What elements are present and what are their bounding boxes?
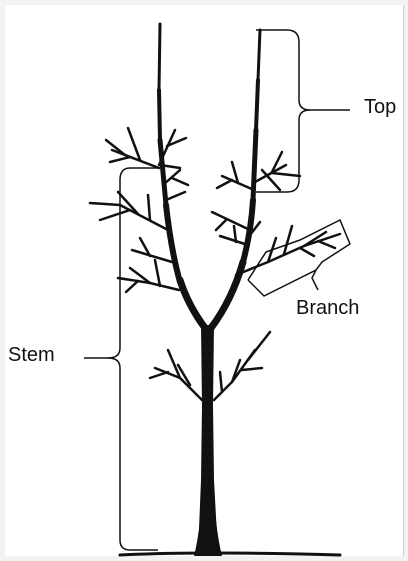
stem-bracket bbox=[84, 168, 158, 550]
ground-line bbox=[120, 553, 340, 555]
branch-label: Branch bbox=[296, 298, 359, 318]
branch-bracket bbox=[248, 220, 350, 296]
right-branches bbox=[212, 152, 340, 275]
trunk-flare bbox=[194, 520, 222, 556]
top-label: Top bbox=[364, 97, 396, 117]
stem-label: Stem bbox=[8, 345, 55, 365]
top-bracket bbox=[256, 30, 350, 192]
main-fork bbox=[180, 262, 243, 328]
trunk bbox=[198, 325, 218, 554]
left-leader bbox=[159, 24, 180, 282]
